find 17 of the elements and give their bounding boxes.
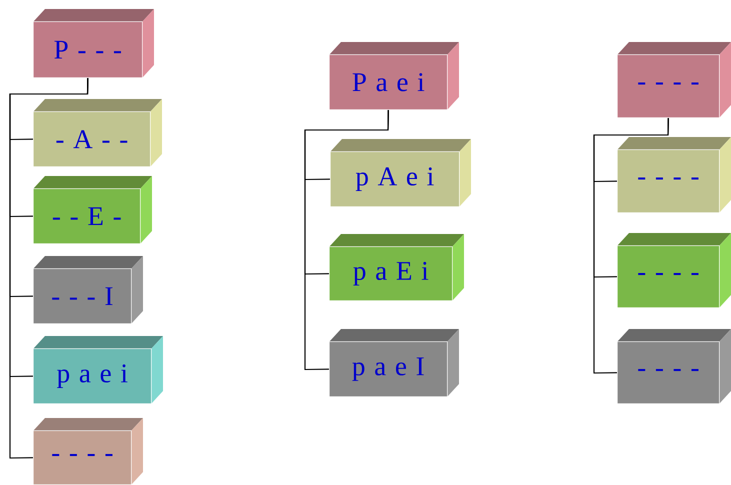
box-3d: p A e i <box>330 139 471 207</box>
connector-line <box>9 78 88 459</box>
box-3d: p a E i <box>329 234 464 301</box>
box-3d: - - E - <box>33 176 152 244</box>
box-3d: - - - I <box>33 256 143 324</box>
box-3d: - - - - <box>617 42 731 118</box>
box-3d: P - - - <box>33 9 154 78</box>
connector-line <box>593 118 669 374</box>
box-3d: - - - - <box>33 418 143 485</box>
box-3d: - A - - <box>33 99 162 167</box>
box-3d: p a e i <box>33 336 163 404</box>
box-3d: P a e i <box>329 42 459 110</box>
connector-line <box>304 110 389 370</box>
box-3d: - - - - <box>617 137 731 213</box>
box-3d: p a e I <box>329 329 459 397</box>
box-3d: - - - - <box>617 233 731 308</box>
box-3d: - - - - <box>617 329 731 404</box>
